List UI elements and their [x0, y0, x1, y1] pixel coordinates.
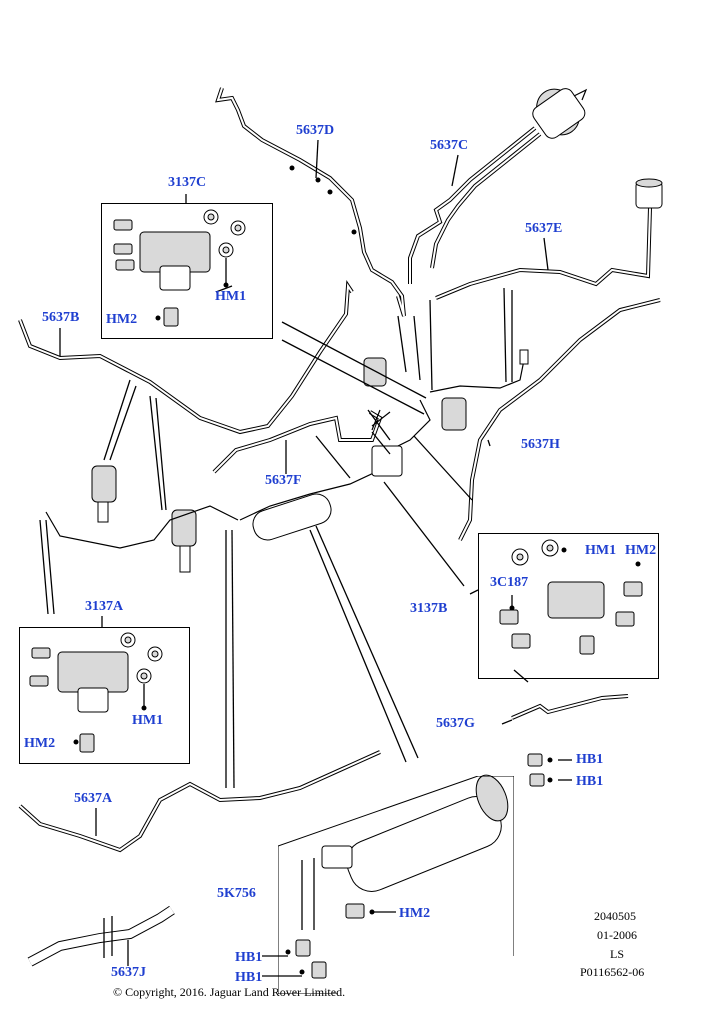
label-hm1-3137b[interactable]: HM1: [585, 543, 617, 558]
pipe-5637j: [27, 905, 175, 967]
pipe-5637h: [458, 298, 661, 541]
label-5637c[interactable]: 5637C: [430, 138, 469, 153]
box-3137c: [101, 203, 273, 339]
box-5k756: [278, 776, 514, 994]
label-5637f[interactable]: 5637F: [265, 473, 302, 488]
label-3c187[interactable]: 3C187: [490, 575, 529, 590]
drawing-number: 2040505: [594, 909, 636, 923]
label-3137c[interactable]: 3137C: [168, 175, 207, 190]
pipe-5637e: [435, 178, 663, 300]
pipe-5637d: [215, 87, 406, 317]
label-5637a[interactable]: 5637A: [74, 791, 113, 806]
box-3137b-parts: [499, 539, 643, 655]
pipe-5637c: [408, 88, 588, 284]
label-5637j[interactable]: 5637J: [111, 965, 146, 980]
pipe-5637a: [18, 750, 381, 853]
label-hm2-5k756[interactable]: HM2: [399, 906, 431, 921]
label-5637d[interactable]: 5637D: [296, 123, 335, 138]
box-3137a-parts: [29, 632, 163, 753]
pipe-5637b: [18, 280, 354, 435]
label-hb1-bottom-1[interactable]: HB1: [235, 950, 263, 965]
center-harness: [239, 349, 529, 521]
label-hm2-3137b[interactable]: HM2: [625, 543, 657, 558]
drawing-reference: P0116562-06: [580, 965, 645, 979]
pipe-5637f: [212, 410, 383, 474]
center-tank: [252, 493, 332, 541]
copyright-notice: © Copyright, 2016. Jaguar Land Rover Lim…: [113, 985, 346, 999]
leader-lines: [39, 139, 549, 966]
label-hm1-3137c[interactable]: HM1: [215, 289, 247, 304]
label-hm1-3137a[interactable]: HM1: [132, 713, 164, 728]
drawing-model: LS: [610, 947, 625, 961]
label-hm2-3137a[interactable]: HM2: [24, 736, 56, 751]
label-3137a[interactable]: 3137A: [85, 599, 124, 614]
box-3137a: [19, 627, 190, 764]
label-hb1-right-1[interactable]: HB1: [576, 752, 604, 767]
label-pointers: [215, 285, 572, 977]
label-hb1-bottom-2[interactable]: HB1: [235, 970, 263, 985]
label-hm2-3137c[interactable]: HM2: [106, 312, 138, 327]
label-5637e[interactable]: 5637E: [525, 221, 563, 236]
label-5637h[interactable]: 5637H: [521, 437, 560, 452]
label-5637g[interactable]: 5637G: [436, 716, 475, 731]
hb1-bolts-right: [527, 753, 553, 787]
label-3137b[interactable]: 3137B: [410, 601, 448, 616]
pipe-5637g: [511, 694, 629, 720]
box-3137c-parts: [113, 209, 246, 327]
drawing-date: 01-2006: [597, 928, 637, 942]
label-5k756[interactable]: 5K756: [217, 886, 256, 901]
label-hb1-right-2[interactable]: HB1: [576, 774, 604, 789]
box-3137b: [478, 533, 659, 679]
label-5637b[interactable]: 5637B: [42, 310, 80, 325]
left-struts: [45, 465, 239, 573]
